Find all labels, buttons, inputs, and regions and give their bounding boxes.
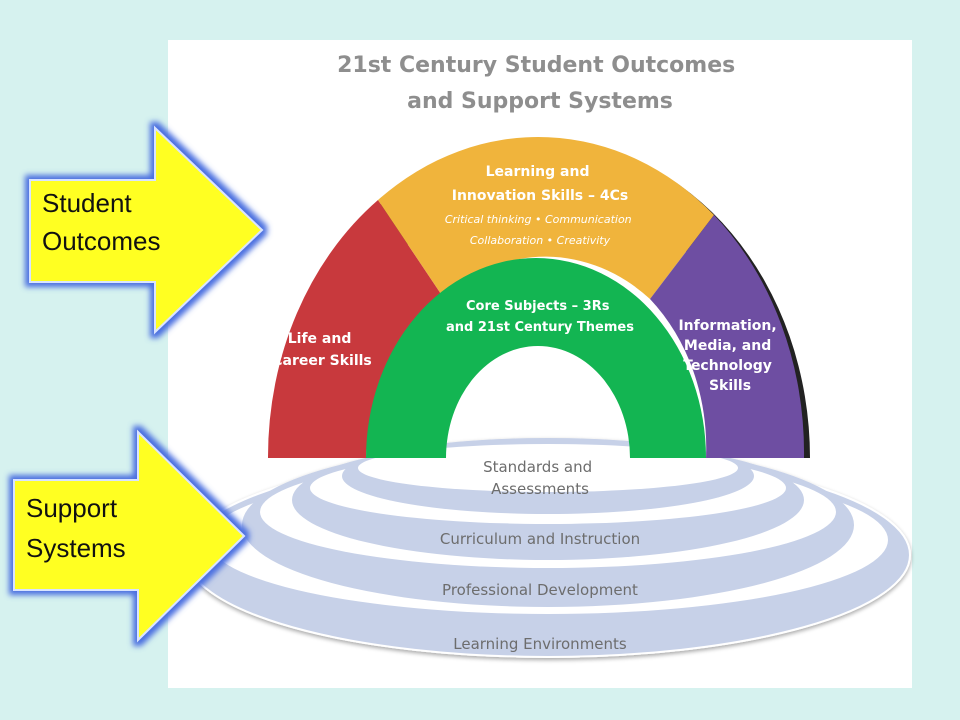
ring-label-standards: Standards and Assessments: [483, 458, 597, 498]
student-outcomes-label: Student Outcomes: [42, 188, 161, 256]
learning-innovation-sublabel: Critical thinking • Communication Collab…: [445, 213, 635, 247]
label-line: Learning and: [486, 164, 590, 180]
outcomes-arch: [267, 136, 810, 458]
core-subjects-label: Core Subjects – 3Rs and 21st Century The…: [446, 299, 634, 335]
label-line: Core Subjects – 3Rs: [466, 299, 610, 314]
title-line: and Support Systems: [407, 89, 673, 114]
title-line: 21st Century Student Outcomes: [337, 53, 735, 78]
label-line: Collaboration • Creativity: [470, 234, 611, 247]
ring-label-professional: Professional Development: [442, 581, 638, 599]
support-systems-arrow: [13, 429, 246, 643]
support-systems-callout: Support Systems: [13, 429, 246, 643]
life-career-label: Life and Career Skills: [272, 331, 372, 369]
student-outcomes-arrow: [29, 125, 264, 335]
label-line: Assessments: [491, 480, 589, 498]
learning-innovation-label: Learning and Innovation Skills – 4Cs: [452, 164, 629, 204]
segment-information-media: [650, 215, 805, 458]
label-line: Innovation Skills – 4Cs: [452, 188, 629, 204]
information-media-label: Information, Media, and Technology Skill…: [678, 318, 781, 394]
label-line: Life and: [288, 331, 352, 347]
segment-learning-innovation: [378, 136, 714, 299]
label-line: Career Skills: [272, 353, 372, 369]
student-outcomes-callout: Student Outcomes: [29, 125, 264, 335]
segment-life-career: [267, 200, 443, 458]
label-line: Skills: [709, 378, 751, 394]
label-line: Outcomes: [42, 226, 161, 256]
label-line: Support: [26, 493, 118, 523]
label-line: Standards and: [483, 458, 592, 476]
label-line: Systems: [26, 533, 126, 563]
label-line: Student: [42, 188, 132, 218]
segment-core-subjects: [366, 258, 706, 458]
ring-label-curriculum: Curriculum and Instruction: [440, 530, 640, 548]
label-line: Critical thinking • Communication: [445, 213, 632, 226]
diagram-title: 21st Century Student Outcomes and Suppor…: [337, 53, 743, 114]
ring-label-environments: Learning Environments: [453, 635, 627, 653]
label-line: and 21st Century Themes: [446, 320, 634, 335]
label-line: Media, and: [684, 338, 771, 354]
label-line: Technology: [683, 358, 772, 374]
support-systems-label: Support Systems: [26, 493, 126, 563]
label-line: Information,: [678, 318, 776, 334]
